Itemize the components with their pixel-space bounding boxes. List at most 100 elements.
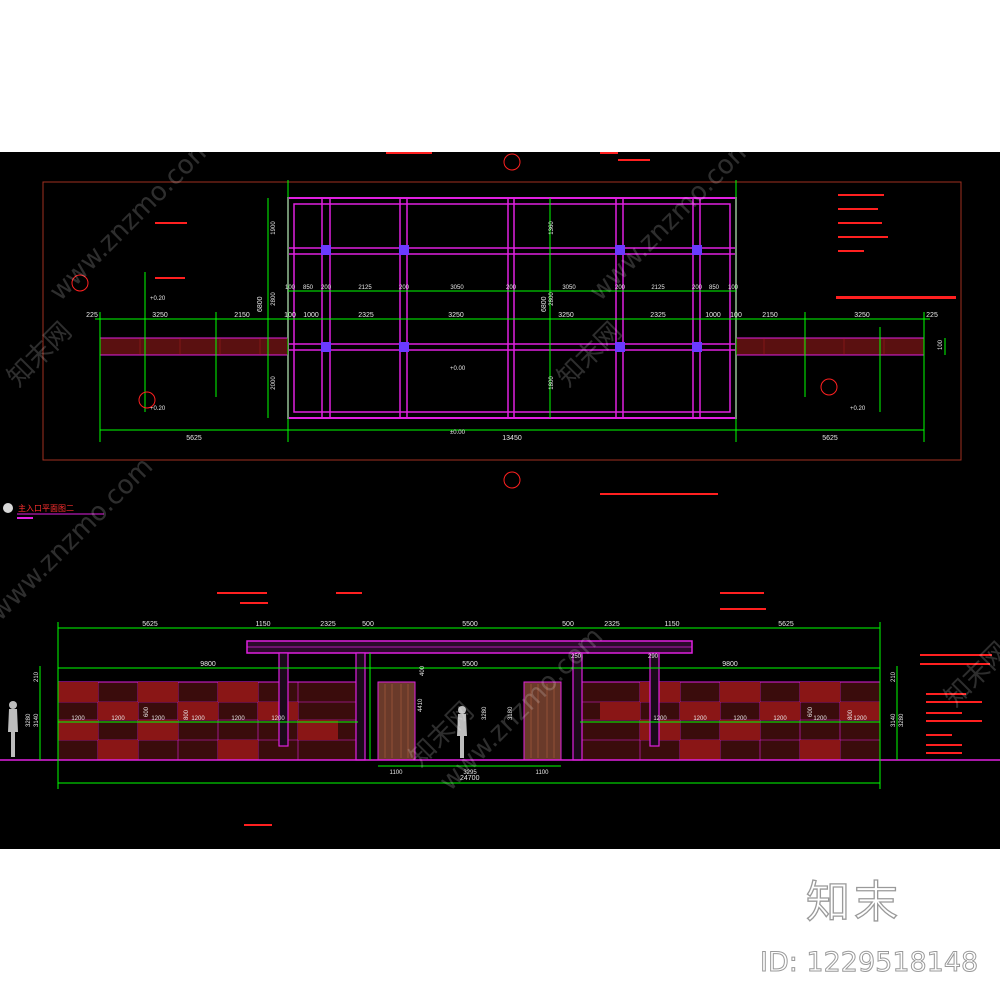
- plan-title: 主入口平面图二: [18, 503, 74, 513]
- elev-dims-tiles-right-label-0: 1200: [653, 716, 667, 722]
- plan-dims-bottom-label-1: 13450: [502, 435, 522, 442]
- elev-dims-top-label-5: 500: [562, 621, 574, 628]
- elev-dims-top-label-0: 5625: [142, 621, 158, 628]
- door-height-3: 3180: [508, 706, 514, 720]
- section-marker-bottom: [503, 471, 521, 489]
- canopy-inner: [293, 203, 731, 413]
- panel-height-4: 800: [848, 709, 854, 720]
- section-marker-right: [820, 378, 838, 396]
- elevation-tile-dimensions-right: 1200 1200 1200 1200 1200 1200: [653, 716, 867, 722]
- elev-dims-tiles-left-label-1: 1200: [111, 716, 125, 722]
- height-left-2: 3280: [26, 713, 32, 727]
- elev-dims-bottom-label-2: 1100: [536, 770, 550, 776]
- plan-dims-left-label-0: 1900: [271, 221, 277, 235]
- elev-dims-top-label-3: 500: [362, 621, 374, 628]
- plan-dims-top-label-7: 3250: [558, 312, 574, 319]
- plan-dims-top-label-11: 2150: [762, 312, 778, 319]
- elev-mark-2: +0.20: [150, 406, 166, 412]
- elev-dims-tiles-right-label-2: 1200: [733, 716, 747, 722]
- plan-dims-top-label-4: 1000: [303, 312, 319, 319]
- plan-left-total: 6800: [257, 296, 264, 312]
- elev-dims-tiles-right-label-3: 1200: [773, 716, 787, 722]
- watermark-site-2: www.znzmo.com: [584, 152, 759, 307]
- plan-dims-right-label-1: 2800: [549, 292, 555, 306]
- plan-dims-upper-label-5: 3050: [450, 285, 464, 291]
- elev-dims-bottom-label-1: 3295: [463, 770, 477, 776]
- elev-dims-tiles-left-label-5: 1200: [271, 716, 285, 722]
- elevation-bottom-dimensions: 1100 3295 1100: [390, 770, 550, 776]
- height-left-1: 3140: [34, 713, 40, 727]
- plan-dims-upper-label-3: 2125: [358, 285, 372, 291]
- elev-dims-bottom-label-0: 1100: [390, 770, 404, 776]
- canopy-verticals: [321, 198, 701, 418]
- section-markers: [71, 153, 838, 489]
- plan-dims-left-label-1: 2800: [271, 292, 277, 306]
- elev-dims-tiles-left-label-0: 1200: [71, 716, 85, 722]
- height-right-1: 3140: [891, 713, 897, 727]
- plan-post-side: 100: [938, 339, 944, 350]
- elev-dims-tiles-left-label-3: 1200: [191, 716, 205, 722]
- elevation-dimension-lines: [39, 622, 898, 789]
- plan-dims-top-label-13: 225: [926, 312, 938, 319]
- elev-dims-top-label-7: 1150: [664, 621, 679, 628]
- watermark-site-3: www.znzmo.com: [0, 452, 159, 627]
- plan-dims-top-label-6: 3250: [448, 312, 464, 319]
- elevation-annotations: [217, 592, 992, 826]
- elev-dims-top-label-1: 1150: [255, 621, 270, 628]
- caption-marker: [3, 503, 13, 513]
- height-right-3: 210: [891, 671, 897, 682]
- plan-dims-upper-label-11: 850: [709, 285, 720, 291]
- elev-dims-top-label-2: 2325: [320, 621, 336, 628]
- brand-logo-text: 知末: [805, 876, 902, 928]
- elev-dims-top-label-8: 5625: [778, 621, 794, 628]
- door-height-2: 3280: [482, 706, 488, 720]
- section-marker-top: [503, 153, 521, 171]
- door-left: [377, 681, 416, 761]
- section-marker-left: [71, 274, 89, 292]
- canopy-horizontals: [288, 247, 736, 351]
- height-right-2: 3280: [899, 713, 905, 727]
- elev-dims-tiles-right-label-5: 1200: [853, 716, 867, 722]
- panel-height-3: 600: [808, 706, 814, 717]
- level-tag: ±0.00: [450, 430, 466, 436]
- plan-dims-top-label-3: 100: [284, 312, 296, 319]
- elevation-height-labels: 3140 3280 210 3140 3280 210 4410 3280 31…: [26, 654, 905, 727]
- elev-dims-tiles-right-label-4: 1200: [813, 716, 827, 722]
- plan-dims-top-label-10: 100: [730, 312, 742, 319]
- watermark-site-1: www.znzmo.com: [44, 152, 219, 307]
- plan-dims-right-label-0: 1360: [549, 221, 555, 235]
- section-marker-left-lower: [138, 391, 156, 409]
- elev-dims-tiles-right-label-1: 1200: [693, 716, 707, 722]
- plan-dims-upper-label-6: 200: [506, 285, 517, 291]
- plan-dims-top-label-12: 3250: [854, 312, 870, 319]
- panel-height-1: 600: [144, 706, 150, 717]
- plan-dims-bottom-label-0: 5625: [186, 435, 202, 442]
- plan-dims-upper-label-10: 200: [692, 285, 703, 291]
- elev-dims-top-label-6: 2325: [604, 621, 620, 628]
- watermark-name-1: 知末网: [2, 317, 78, 393]
- plan-dims-upper-label-12: 100: [728, 285, 739, 291]
- plan-elevation-marks: +0.20 +0.20 +0.00 +0.20 ±0.00: [150, 296, 866, 436]
- beam-height: 400: [420, 665, 426, 676]
- panel-height-2: 800: [184, 709, 190, 720]
- elev-dims-mid-label-0: 9800: [200, 661, 216, 668]
- plan-dims-bottom-label-2: 5625: [822, 435, 838, 442]
- plan-dims-upper-label-7: 3050: [562, 285, 576, 291]
- plan-annotations: [155, 152, 956, 495]
- image-id-label: ID: 1229518148: [759, 947, 979, 979]
- plan-dims-top-label-0: 225: [86, 312, 98, 319]
- height-left-3: 210: [34, 671, 40, 682]
- elev-mark-3: +0.00: [450, 366, 466, 372]
- plan-dims-top-label-5: 2325: [358, 312, 374, 319]
- plan-dims-upper-label-0: 100: [285, 285, 296, 291]
- post-width-right: 290: [648, 654, 659, 660]
- door-height-1: 4410: [418, 698, 424, 712]
- elev-dims-tiles-left-label-2: 1200: [151, 716, 165, 722]
- door-right: [523, 681, 562, 761]
